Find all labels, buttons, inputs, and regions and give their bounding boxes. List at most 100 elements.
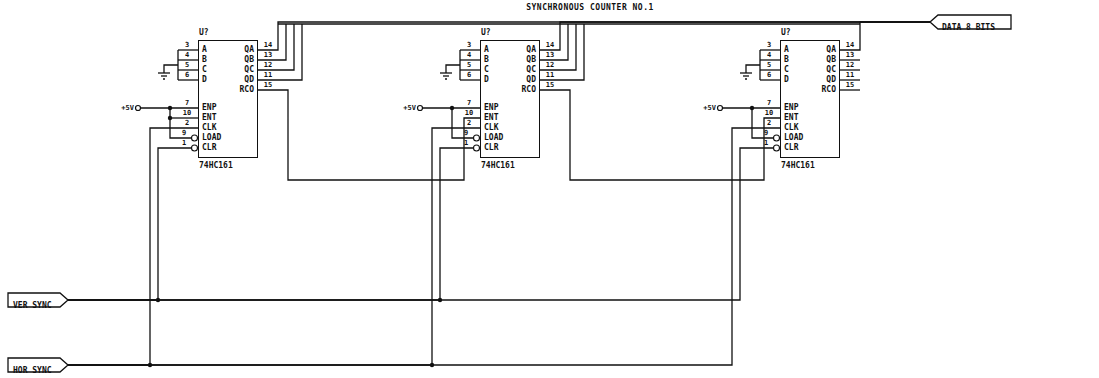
- supply-terminal: [418, 106, 423, 111]
- pin-name: QD: [244, 75, 254, 85]
- ground-symbol: [445, 78, 447, 79]
- pin-number: 4: [767, 51, 771, 59]
- pin-name: QA: [826, 45, 836, 55]
- pin-name: CLK: [202, 123, 216, 133]
- output-wire: [540, 24, 576, 70]
- pin-name: D: [784, 75, 789, 85]
- inversion-bubble: [474, 145, 480, 151]
- pin-name: A: [202, 45, 207, 55]
- output-wire: [258, 24, 294, 70]
- wire: [452, 108, 473, 138]
- signal-wire: [540, 90, 780, 180]
- pin-number: 13: [264, 51, 272, 59]
- pin-number: 5: [467, 61, 471, 69]
- pin-number: 3: [185, 41, 189, 49]
- supply-terminal: [718, 106, 723, 111]
- pin-name: QD: [526, 75, 536, 85]
- pin-name: CLK: [784, 123, 798, 133]
- pin-number: 9: [764, 129, 768, 137]
- pin-name: LOAD: [784, 133, 803, 143]
- pin-name: QB: [826, 55, 836, 65]
- pin-number: 11: [846, 71, 854, 79]
- wire: [164, 65, 178, 73]
- part-number: 74HC161: [481, 161, 515, 171]
- pin-stub: [178, 69, 198, 70]
- pin-number: 12: [264, 61, 272, 69]
- pin-stub: [178, 49, 198, 50]
- counter-chip: U?ABCDQAQBQCQDRCOENPENTCLKLOADCLR74HC161: [198, 40, 258, 158]
- wire: [752, 108, 773, 138]
- junction-dot: [168, 106, 172, 110]
- pin-number: 3: [467, 41, 471, 49]
- pin-name: ENP: [784, 103, 798, 113]
- part-number: 74HC161: [781, 161, 815, 171]
- ground-symbol: [745, 78, 747, 79]
- pin-number: 14: [846, 41, 854, 49]
- inversion-bubble: [774, 135, 780, 141]
- pin-stub: [840, 59, 860, 60]
- pin-stub: [840, 89, 860, 90]
- reference-designator: U?: [781, 28, 791, 38]
- ground-symbol: [440, 72, 452, 73]
- pin-number: 5: [185, 61, 189, 69]
- pin-stub: [760, 59, 780, 60]
- inversion-bubble: [192, 145, 198, 151]
- pin-name: D: [484, 75, 489, 85]
- pin-stub: [178, 79, 198, 80]
- output-wire: [258, 24, 302, 80]
- ground-symbol: [743, 75, 749, 76]
- pin-name: QC: [244, 65, 254, 75]
- pin-number: 4: [467, 51, 471, 59]
- pin-number: 14: [264, 41, 272, 49]
- off-page-connector: VER SYNC: [8, 293, 68, 307]
- output-wire: [540, 24, 568, 60]
- pin-number: 12: [546, 61, 554, 69]
- wire: [746, 65, 760, 73]
- pin-number: 13: [546, 51, 554, 59]
- pin-stub: [760, 69, 780, 70]
- pin-name: ENP: [484, 103, 498, 113]
- pin-number: 7: [185, 99, 189, 107]
- pin-name: C: [202, 65, 207, 75]
- connector-layer: [68, 22, 930, 365]
- pin-number: 6: [767, 71, 771, 79]
- pin-number: 3: [767, 41, 771, 49]
- pin-number: 11: [546, 71, 554, 79]
- wire: [446, 65, 460, 73]
- pin-number: 7: [767, 99, 771, 107]
- pin-number: 2: [467, 119, 471, 127]
- inversion-bubble: [774, 145, 780, 151]
- data-bus: [278, 23, 860, 24]
- counter-chip: U?ABCDQAQBQCQDRCOENPENTCLKLOADCLR74HC161: [480, 40, 540, 158]
- junction-dot: [168, 116, 172, 120]
- pin-name: CLK: [484, 123, 498, 133]
- supply-terminal: [136, 106, 141, 111]
- pin-name: QB: [526, 55, 536, 65]
- off-page-connector: HOR SYNC: [8, 358, 68, 372]
- pin-name: CLR: [484, 143, 498, 153]
- signal-wire: [68, 148, 473, 300]
- pin-stub: [460, 49, 480, 50]
- signal-name: VER SYNC: [8, 301, 52, 310]
- pin-number: 14: [546, 41, 554, 49]
- schematic-wiring: [136, 24, 861, 367]
- pin-name: ENT: [484, 113, 498, 123]
- ground-symbol: [161, 75, 167, 76]
- ground-symbol: [158, 72, 170, 73]
- counter-chip: U?ABCDQAQBQCQDRCOENPENTCLKLOADCLR74HC161: [780, 40, 840, 158]
- pin-stub: [840, 79, 860, 80]
- pin-stub: [460, 59, 480, 60]
- signal-wire: [68, 148, 773, 300]
- pin-stub: [760, 49, 780, 50]
- pin-number: 1: [464, 139, 468, 147]
- signal-wire: [68, 128, 480, 365]
- pin-name: LOAD: [484, 133, 503, 143]
- wire: [170, 117, 198, 118]
- pin-number: 1: [764, 139, 768, 147]
- pin-number: 15: [546, 81, 554, 89]
- reference-designator: U?: [481, 28, 491, 38]
- pin-number: 11: [264, 71, 272, 79]
- supply-label: +5V: [403, 104, 416, 112]
- pin-stub: [760, 79, 780, 80]
- reference-designator: U?: [199, 28, 209, 38]
